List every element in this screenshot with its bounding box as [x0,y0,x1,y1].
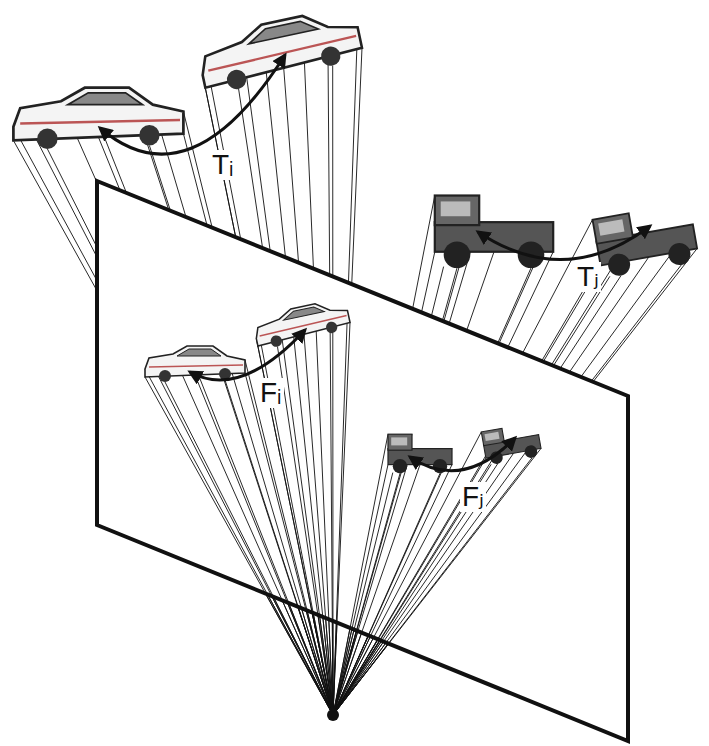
ray [213,346,333,715]
motion-arrow [190,330,305,380]
wheel [139,125,159,145]
transform-label: Fᵢ [258,378,284,408]
truck-window [485,432,500,441]
ray [333,458,486,715]
ray [256,339,333,715]
truck-cab [435,196,479,226]
ray [149,358,333,715]
car-stripe [20,120,180,123]
ray [187,346,333,715]
wheel [159,370,171,382]
truck-image [388,434,452,473]
ray [279,319,333,715]
wheel [524,444,539,459]
car-image [252,297,352,350]
ray [333,473,440,715]
truck-cab [593,213,633,244]
motion-arrow [410,438,515,471]
ray [330,310,333,715]
ray [145,377,333,715]
ray [333,464,491,715]
car-body [195,5,363,88]
ray [333,453,514,715]
ray [291,309,333,715]
ray [304,334,333,715]
ray [278,347,334,715]
ray [333,449,412,715]
ray [333,432,481,715]
car-window [246,18,318,44]
wheel [319,45,342,68]
truck-cab [481,428,504,445]
image-plane [97,181,628,741]
ray [333,464,498,715]
vehicles [13,5,699,473]
transform-label: Fⱼ [460,482,486,512]
wheel [225,68,248,91]
ray [333,465,452,715]
ray [333,458,532,715]
transform-label: Tⱼ [575,262,601,292]
car-image [145,346,245,382]
ray [145,369,333,715]
wheel [325,321,339,335]
ray [333,435,539,715]
ray [258,346,333,715]
ray [333,428,502,715]
motion-arrow [478,226,650,260]
truck-window [391,437,407,445]
car-window [177,349,221,356]
car-stripe [149,365,243,367]
truck-cab [388,434,412,450]
car-window [68,93,143,105]
wheel [37,129,57,149]
wheel [393,459,407,473]
truck-window [441,201,471,216]
motion-arrow [100,55,285,154]
wheel [444,241,471,268]
ray [333,449,452,715]
ray [225,380,333,715]
wheel [667,241,693,267]
motion-arrows [100,55,650,471]
ray [258,328,333,715]
ray [333,473,393,715]
ray [333,448,541,715]
wheel [606,252,632,278]
car-window [282,305,324,320]
transform-label: Tᵢ [210,150,236,180]
ray [333,473,400,715]
car-stripe [208,36,357,71]
ray [333,441,504,715]
car-body [252,297,351,346]
wheel [270,334,284,348]
truck-object [593,203,700,279]
ray [332,333,333,715]
car-object [195,5,365,95]
car-object [13,88,183,149]
image-rays [145,304,541,715]
camera-center [327,709,339,721]
truck-window [598,219,624,235]
ray [195,375,333,715]
